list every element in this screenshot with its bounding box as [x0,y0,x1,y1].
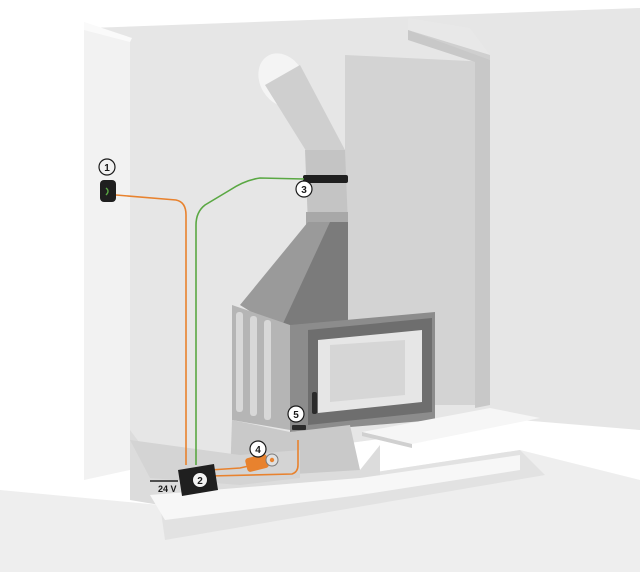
stove-fin-2 [250,316,257,416]
marker-5: 5 [287,405,305,423]
air-intake-duct [130,440,300,485]
stove-side [232,305,290,430]
orange-cable-1 [115,194,187,465]
stove-fin-3 [264,320,271,420]
orange-cable-2 [209,440,299,477]
marker-4: 4 [249,440,267,458]
voltage-label: 24 V [158,484,177,494]
left-wall-face [84,28,130,480]
marker-1-label: 1 [104,163,110,174]
flue-sensor-band [303,175,348,183]
marker-3-label: 3 [301,185,307,196]
flue-pipe-vertical [305,150,348,225]
green-cable [195,177,305,465]
hearth-slab [362,408,540,444]
stove-hood-front [280,222,348,330]
chimney-top-back [408,18,490,55]
marker-2-label: 2 [197,476,203,487]
damper-motor [245,453,279,472]
marker-1: 1 [98,158,116,176]
marker-4-label: 4 [255,445,261,456]
marker-5-label: 5 [293,410,299,421]
left-wall-top [84,22,132,42]
stove-fin-1 [236,312,243,412]
marker-3: 3 [295,180,313,198]
room-sensor-device [100,180,116,202]
floor-platform [150,455,520,520]
stove-firebox [330,340,405,402]
marker-2: 2 [192,472,208,488]
hearth-slab-edge [362,432,412,448]
chimney-inner [408,30,490,408]
door-sensor [292,425,306,430]
stove-door-handle [312,392,317,414]
flue-pipe-elbow [265,65,345,170]
